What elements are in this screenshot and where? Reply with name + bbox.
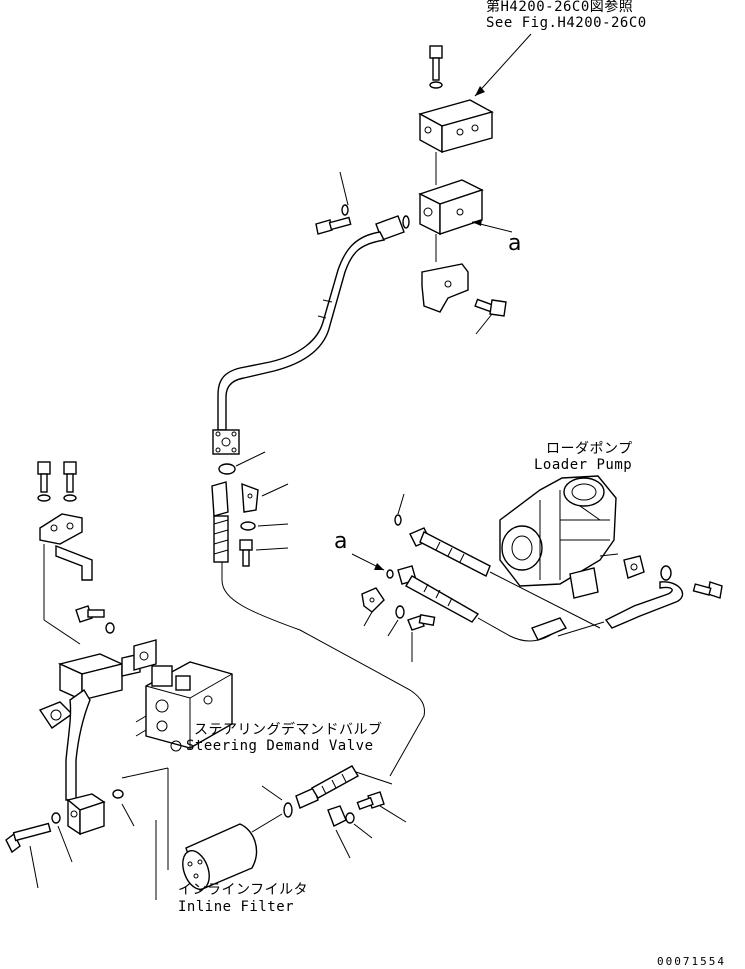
- mounting-bracket: [421, 263, 469, 313]
- marker-a-upper: a: [508, 231, 522, 256]
- left-long-bolt: [5, 822, 52, 854]
- o-ring-pump-1: [394, 514, 402, 526]
- filter-bolt: [356, 791, 385, 811]
- bolt-mid: [239, 539, 253, 567]
- filter-split-flange: [327, 805, 347, 827]
- steering-valve-label-jp: ステアリングデマンドバルブ: [194, 722, 383, 738]
- o-ring-right: [660, 565, 672, 581]
- left-small-bolt: [75, 605, 115, 634]
- left-valve-block: [57, 639, 157, 702]
- o-ring-mid: [218, 463, 236, 475]
- steering-valve-label-en: Steering Demand Valve: [186, 738, 374, 754]
- inline-filter-label-jp: インラインフイルタ: [178, 882, 309, 898]
- o-ring-pump-2: [386, 569, 394, 579]
- washer-pump: [395, 605, 405, 619]
- left-bracket: [39, 513, 93, 581]
- washer-left: [51, 812, 61, 824]
- loader-pump: [499, 475, 617, 599]
- hose-lower-right: [531, 617, 568, 641]
- o-ring-filter: [283, 802, 293, 818]
- pump-tube-upper: [409, 527, 491, 577]
- middle-valve-block: [418, 179, 484, 236]
- pump-split-flange: [361, 587, 385, 613]
- inline-filter-label-en: Inline Filter: [178, 899, 295, 915]
- hose-fitting: [211, 481, 229, 563]
- pump-bolt-right: [692, 581, 723, 599]
- pump-bolt-left: [407, 614, 436, 631]
- marker-a-lower: a: [334, 529, 348, 554]
- upper-valve-block: [418, 99, 494, 154]
- reference-label-en: See Fig.H4200-26C0: [486, 15, 647, 31]
- o-ring-left: [112, 789, 124, 799]
- reference-label-jp: 第H4200-26C0図参照: [486, 0, 634, 15]
- left-lower-block: [66, 793, 106, 836]
- left-tube: [65, 688, 91, 801]
- upper-bolt: [429, 45, 443, 89]
- loader-pump-label-jp: ローダポンプ: [546, 441, 633, 457]
- upper-tube: [217, 215, 405, 431]
- split-flange-half: [241, 482, 259, 513]
- flange-bolt-top: [315, 204, 352, 235]
- pump-flange-right: [623, 555, 645, 579]
- drawing-number: 00071554: [657, 955, 726, 968]
- washer-filter: [345, 812, 355, 824]
- inline-filter: [182, 823, 258, 891]
- pump-tube-lower: [397, 565, 480, 623]
- left-bolts: [37, 461, 77, 502]
- bracket-bolt: [474, 298, 507, 317]
- filter-inlet-hose: [295, 765, 359, 809]
- left-outlet-flange: [38, 701, 74, 729]
- tube-flange-lower: [212, 429, 240, 455]
- o-ring-top: [402, 215, 410, 229]
- pump-outlet-hose: [604, 581, 684, 629]
- washer-mid: [240, 521, 256, 531]
- loader-pump-label-en: Loader Pump: [534, 457, 633, 473]
- steering-demand-valve: [135, 661, 233, 752]
